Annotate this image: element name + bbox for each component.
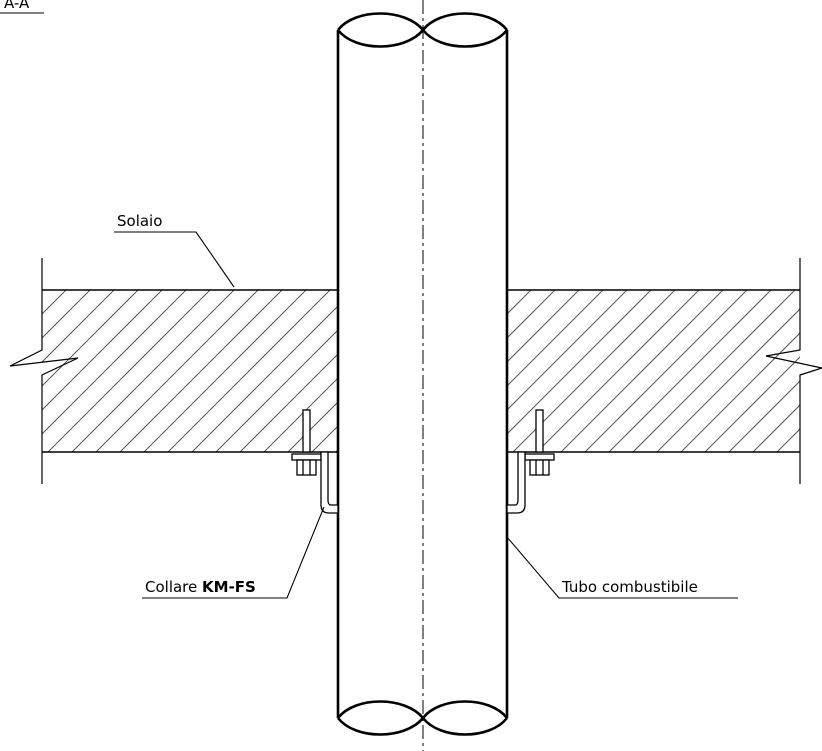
hatch-line (752, 404, 800, 452)
hatch-line (191, 305, 338, 452)
hatch-line (167, 290, 331, 452)
pipe-label: Tubo combustibile (562, 578, 698, 596)
hatch-line (95, 290, 259, 452)
slab-hatch-right (507, 290, 800, 452)
hatch-line (287, 401, 338, 452)
collar-label-prefix: Collare (145, 578, 203, 596)
hatch-line (632, 290, 796, 452)
hatch-line (42, 290, 163, 411)
collar-left (291, 409, 339, 514)
leader-collar (142, 506, 325, 599)
hatch-line (507, 290, 652, 435)
hatch-line (608, 290, 772, 452)
hatch-line (119, 290, 283, 452)
hatch-line (560, 290, 724, 452)
hatch-line (507, 290, 604, 387)
hatch-line (42, 290, 115, 363)
hatch-line (507, 290, 508, 291)
hatch-line (536, 290, 700, 452)
slab-outline (42, 289, 800, 453)
hatch-line (584, 290, 748, 452)
hatch-line (335, 449, 338, 452)
hatch-line (42, 290, 43, 291)
break-line-right (765, 258, 822, 484)
hatch-line (239, 353, 338, 452)
collar-label: Collare KM-FS (145, 578, 256, 596)
leader-pipe (506, 536, 738, 599)
break-line-left (9, 258, 79, 484)
hatch-line (42, 290, 91, 339)
hatch-line (263, 377, 338, 452)
collar-right (506, 409, 555, 514)
hatch-line (42, 290, 187, 435)
hatch-line (656, 308, 800, 452)
hatch-line (47, 290, 211, 452)
hatch-line (42, 290, 139, 387)
hatch-line (507, 290, 628, 411)
hatch-line (360, 290, 522, 452)
leader-slab (114, 231, 235, 288)
section-label: A-A (4, 0, 30, 12)
hatch-line (507, 290, 580, 363)
hatch-line (71, 290, 235, 452)
hatch-line (507, 290, 556, 339)
slab-hatch-left (42, 290, 522, 452)
hatch-line (680, 332, 800, 452)
hatch-line (728, 380, 800, 452)
hatch-line (311, 425, 338, 452)
hatch-line (704, 356, 800, 452)
hatch-line (143, 290, 307, 452)
hatch-line (42, 290, 67, 315)
collar-label-code: KM-FS (202, 578, 256, 596)
hatch-line (215, 329, 338, 452)
slab-label: Solaio (117, 212, 163, 230)
